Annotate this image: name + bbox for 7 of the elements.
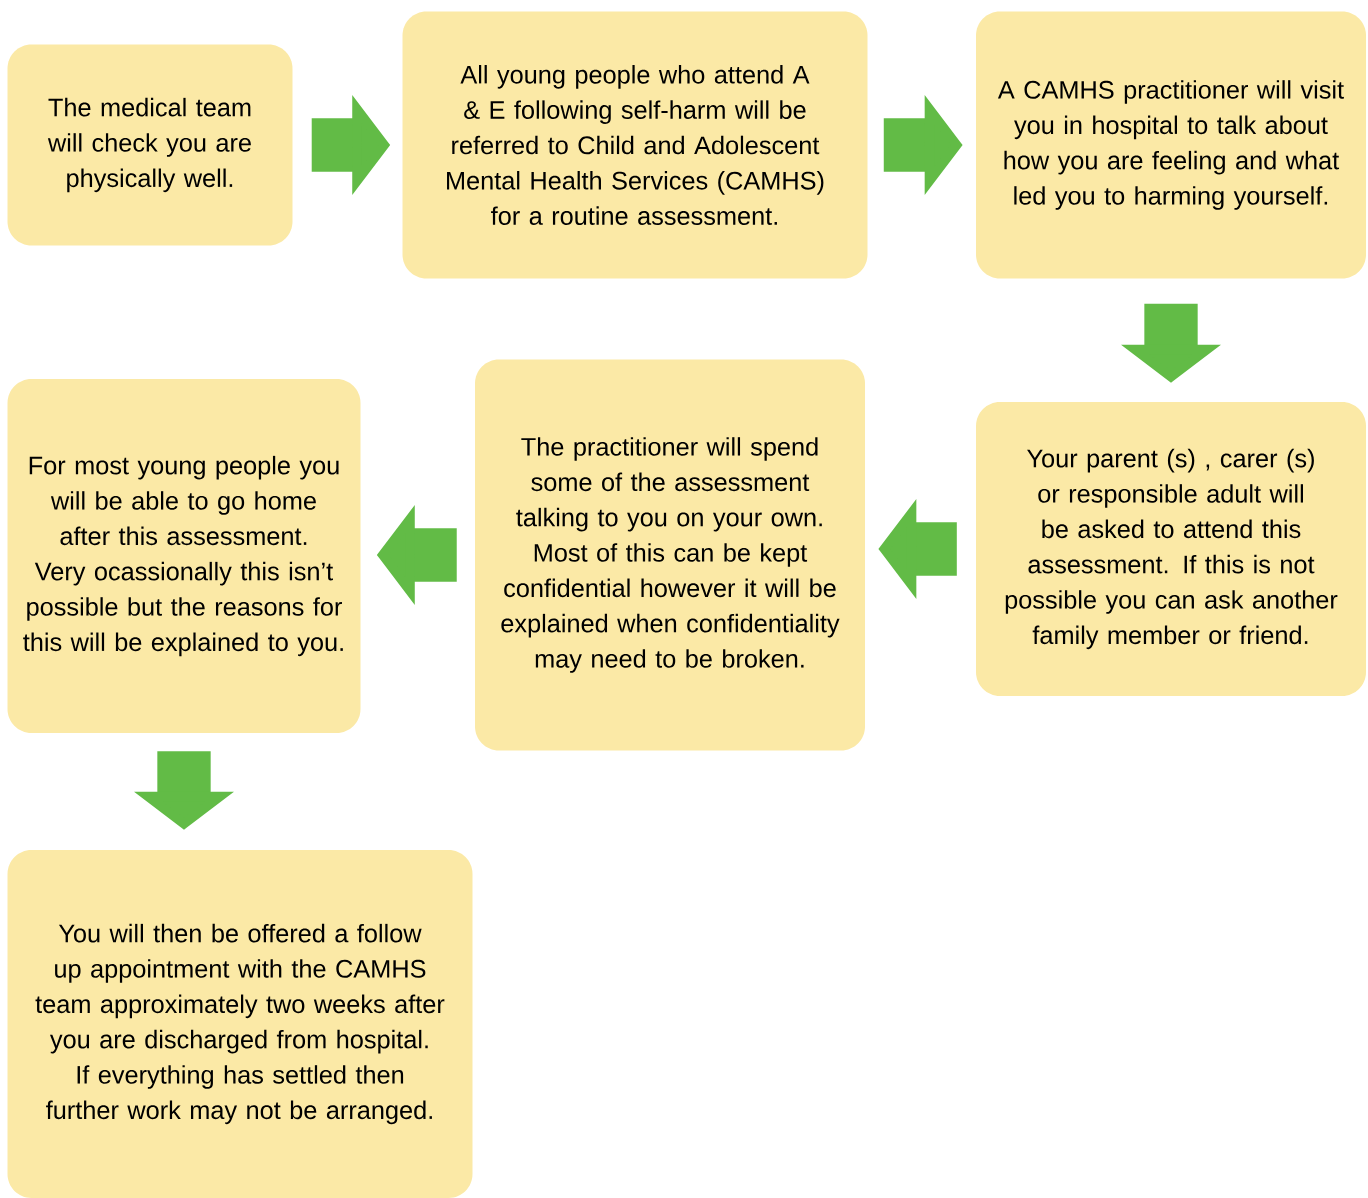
process-box: A CAMHS practitioner will visit you in hospital to talk about how you are feeling and what led you to harming yourself. — [976, 11, 1366, 279]
process-box: The practitioner will spend some of the assessment talking to you on your own. Most of this can be kept confidential however it will be explained when confidentiality may need to be broken. — [475, 359, 865, 751]
process-box: You will then be offered a follow up appointment with the CAMHS team approximately two weeks after you are discharged from hospital. If everything has settled then further work may not be arranged. — [7, 850, 473, 1198]
process-box: For most young people you will be able to go home after this assessment. Very ocassionally this isn’t possible but the reasons for this will be explained to you. — [7, 379, 361, 733]
process-box: The medical team will check you are physically well. — [7, 44, 293, 246]
process-box: Your parent (s) , carer (s) or responsible adult will be asked to attend this assessment. If this is not possible you can ask another family member or friend. — [976, 402, 1366, 696]
process-box: All young people who attend A & E following self-harm will be referred to Child and Adolescent Mental Health Services (CAMHS) for a routine assessment. — [402, 11, 868, 279]
